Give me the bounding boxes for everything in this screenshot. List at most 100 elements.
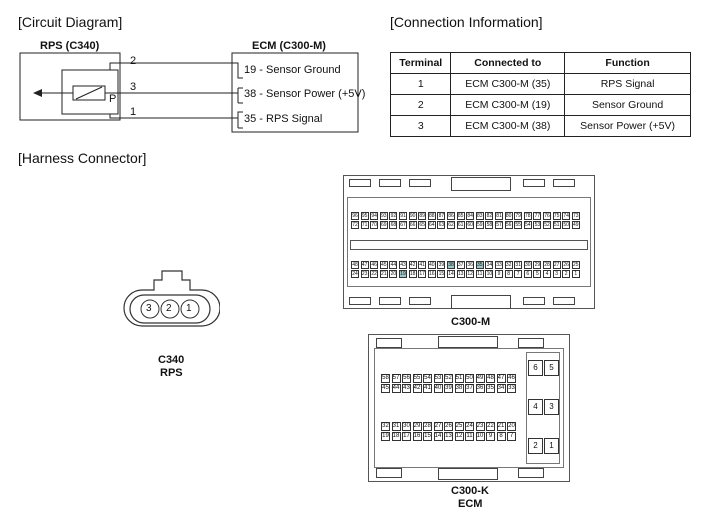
c300-m-pin: 65 <box>418 221 427 229</box>
c300-k-large-pin: 6 <box>528 360 543 376</box>
c340-pin: 1 <box>186 303 192 314</box>
c300-m-latch-tab <box>523 179 545 187</box>
c300-k-pin: 14 <box>433 432 443 441</box>
c300-m-pin: 29 <box>533 261 542 269</box>
c300-m-latch-tab <box>553 297 575 305</box>
c300-k-pin: 54 <box>423 374 432 383</box>
c300-m-latch-tab <box>451 295 511 309</box>
terminal-cell: 1 <box>389 73 452 95</box>
c300-m-pin: 14 <box>447 270 455 278</box>
c300-m-pin: 49 <box>571 221 580 229</box>
c300-m-pin: 48 <box>351 261 359 269</box>
c300-m-pin: 95 <box>360 212 369 220</box>
c300-k-pin: 49 <box>475 374 485 383</box>
c300-k-large-pin: 5 <box>544 360 559 376</box>
c300-m-pin: 93 <box>379 212 388 220</box>
c300-m-pin: 52 <box>543 221 551 229</box>
c300-m-pin: 86 <box>447 212 455 220</box>
ecm-label: ECM <box>458 498 483 510</box>
c300-m-pin: 38 <box>447 261 455 269</box>
circuit-diagram-heading: [Circuit Diagram] <box>18 14 123 30</box>
c300-k-pin: 37 <box>465 384 474 393</box>
c300-m-pin: 39 <box>437 261 446 269</box>
c340-connector-drawing <box>123 270 220 327</box>
c300-m-pin: 63 <box>437 221 446 229</box>
c300-k-pin: 20 <box>507 422 516 431</box>
c300-k-large-pin: 4 <box>528 399 543 415</box>
terminal-cell: 3 <box>389 115 452 137</box>
rps-pin-label: 3 <box>130 81 137 93</box>
c300-m-pin: 51 <box>552 221 561 229</box>
c300-k-pin: 39 <box>444 384 453 393</box>
c300-m-latch-tab <box>409 297 431 305</box>
function-cell: Sensor Power (+5V) <box>564 115 691 137</box>
c300-m-pin: 60 <box>466 221 475 229</box>
c300-m-pin: 33 <box>495 261 503 269</box>
c300-m-pin: 17 <box>418 270 427 278</box>
c300-k-pin: 10 <box>475 432 485 441</box>
c300-m-pin: 47 <box>360 261 369 269</box>
function-cell: RPS Signal <box>564 73 691 95</box>
header-connected-to: Connected to <box>450 52 566 74</box>
c300-k-pin: 28 <box>423 422 432 431</box>
c300-m-pin: 77 <box>533 212 542 220</box>
c300-m-pin: 67 <box>399 221 407 229</box>
c300-m-pin: 94 <box>370 212 379 220</box>
c300-k-pin: 57 <box>391 374 401 383</box>
c300-m-pin: 32 <box>504 261 513 269</box>
c340-label: C340 <box>158 354 185 366</box>
c300-m-pin: 22 <box>370 270 379 278</box>
c300-k-pin: 29 <box>412 422 422 431</box>
c300-m-pin: 35 <box>475 261 484 269</box>
arrow-left-icon <box>33 89 42 97</box>
c300-m-pin: 74 <box>562 212 571 220</box>
c300-k-latch-tab <box>376 468 402 478</box>
c300-m-pin: 56 <box>504 221 513 229</box>
c300-k-pin: 33 <box>507 384 516 393</box>
c300-m-label: C300-M <box>451 316 491 328</box>
c300-m-pin: 61 <box>456 221 465 229</box>
c300-m-pin: 83 <box>475 212 484 220</box>
rps-pin-label: 2 <box>130 55 137 67</box>
rps-pin-label: 1 <box>130 106 137 118</box>
c300-k-pin: 23 <box>475 422 485 431</box>
rps-connector-box <box>19 52 121 121</box>
c300-m-pin: 92 <box>389 212 398 220</box>
c300-m-pin: 59 <box>475 221 484 229</box>
c300-k-pin: 42 <box>412 384 422 393</box>
c300-m-pin: 9 <box>495 270 503 278</box>
c300-m-latch-tab <box>553 179 575 187</box>
c300-m-pin: 19 <box>399 270 407 278</box>
c300-k-pin: 32 <box>381 422 390 431</box>
function-cell: Sensor Ground <box>564 94 691 116</box>
ecm-title: ECM (C300-M) <box>252 40 326 52</box>
c300-m-pin: 37 <box>456 261 465 269</box>
c300-k-latch-tab <box>518 468 544 478</box>
c300-k-pin: 21 <box>496 422 506 431</box>
c300-m-pin: 54 <box>523 221 532 229</box>
sensor-mark: P <box>109 93 117 105</box>
c300-k-pin: 48 <box>486 374 495 383</box>
terminal-cell: 2 <box>389 94 452 116</box>
c300-m-pin: 15 <box>437 270 446 278</box>
c300-m-pin: 1 <box>571 270 580 278</box>
c300-k-pin: 11 <box>465 432 474 441</box>
c300-k-pin: 34 <box>496 384 506 393</box>
c300-k-pin: 52 <box>444 374 453 383</box>
c300-m-pin: 3 <box>552 270 561 278</box>
ecm-pin-label: 38 - Sensor Power (+5V) <box>244 88 366 100</box>
c300-k-pin: 12 <box>454 432 464 441</box>
c300-k-pin: 47 <box>496 374 506 383</box>
c300-m-latch-tab <box>409 179 431 187</box>
c300-m-pin: 4 <box>543 270 551 278</box>
c300-m-pin: 85 <box>456 212 465 220</box>
c300-k-pin: 26 <box>444 422 453 431</box>
c300-k-pin: 38 <box>454 384 464 393</box>
table-row: 1 ECM C300-M (35) RPS Signal <box>389 73 691 95</box>
c300-m-pin: 13 <box>456 270 465 278</box>
c300-m-pin: 70 <box>370 221 379 229</box>
c300-k-pin: 36 <box>475 384 485 393</box>
c300-k-pin: 43 <box>402 384 411 393</box>
